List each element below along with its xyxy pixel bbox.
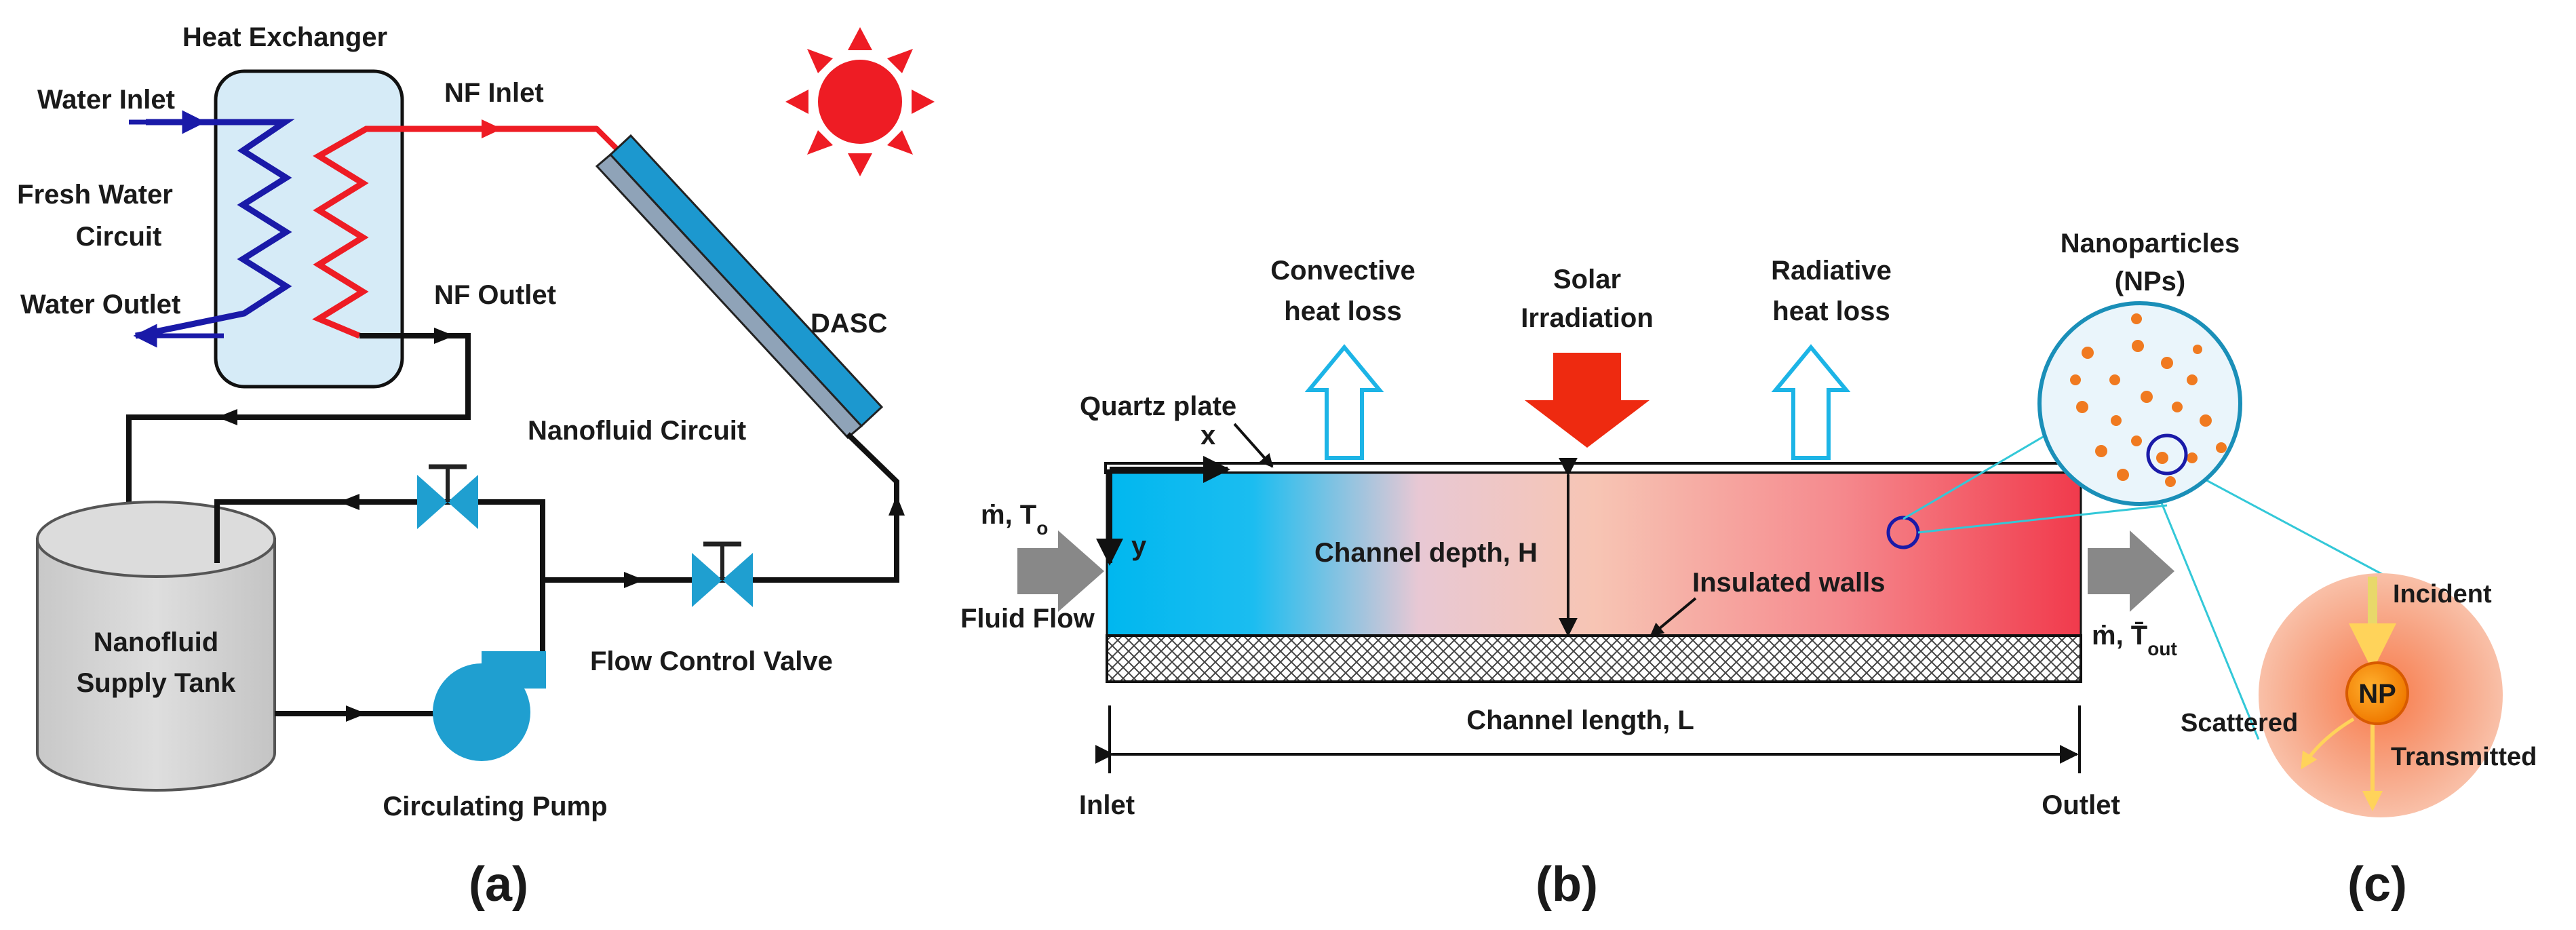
insulated-walls-leader [1650, 597, 1697, 637]
panel-c-label: (c) [2347, 857, 2407, 912]
panel-c: Nanoparticles (NPs) NP Incident Scattere… [1902, 229, 2537, 912]
outlet-label: Outlet [2042, 790, 2120, 820]
solar-label-1: Solar [1553, 265, 1621, 294]
dasc-collector [595, 134, 884, 440]
nanofluid-coil [312, 125, 597, 339]
flow-control-arrowhead [624, 572, 644, 588]
fluid-flow-label: Fluid Flow [960, 604, 1095, 634]
panel-a: Heat Exchanger Water Inlet Fresh Water C… [17, 22, 935, 912]
solar-label-2: Irradiation [1521, 303, 1654, 333]
nf-outlet-pipe [126, 333, 471, 563]
fresh-water-label-2: Circuit [76, 222, 162, 252]
insulated-bottom [1106, 634, 2082, 683]
nanoparticle-zoom-circle [2037, 301, 2242, 506]
circulating-pump-label: Circulating Pump [383, 792, 607, 821]
inlet-label: Inlet [1079, 790, 1135, 820]
nanoparticle-dots [2070, 313, 2227, 487]
tank-to-pump-arrowhead [346, 705, 366, 722]
radiative-label-2: heat loss [1772, 296, 1890, 326]
sun-icon [785, 27, 935, 176]
outlet-flow-label: ṁ, T̄out [2092, 621, 2177, 659]
nf-inlet-arrowhead [482, 119, 502, 138]
panel-b-label: (b) [1536, 857, 1598, 912]
np-particle [2345, 661, 2409, 725]
inlet-flow-label: ṁ, To [981, 500, 1048, 539]
quartz-plate [1104, 462, 2084, 474]
water-inlet-label: Water Inlet [37, 85, 175, 115]
bypass-pipe [214, 499, 545, 651]
water-outlet-label: Water Outlet [20, 290, 180, 319]
y-axis-label: y [1131, 531, 1147, 561]
flow-control-valve-label: Flow Control Valve [590, 646, 833, 676]
circulating-pump-icon [433, 651, 546, 761]
transmitted-label: Transmitted [2391, 743, 2537, 771]
channel [1106, 471, 2082, 637]
nf-outlet-arrowhead [434, 328, 454, 344]
tank-label-1: Nanofluid [94, 627, 218, 657]
x-axis-label: x [1201, 421, 1215, 450]
np-label-2: (NPs) [2115, 267, 2185, 296]
nf-inlet-label: NF Inlet [444, 78, 544, 108]
channel-depth-label: Channel depth, H [1314, 538, 1538, 568]
np-particle-label: NP [2358, 679, 2396, 709]
scattered-label: Scattered [2181, 709, 2298, 737]
channel-length-label: Channel length, L [1466, 705, 1694, 735]
outlet-flow-arrow [2088, 530, 2174, 612]
heat-exchanger-box [214, 69, 404, 389]
flow-control-valve-icon [692, 541, 753, 607]
quartz-plate-label: Quartz plate [1080, 391, 1236, 421]
inlet-flow-arrow [1017, 530, 1104, 612]
incident-label: Incident [2393, 580, 2492, 608]
heat-exchanger-label: Heat Exchanger [182, 22, 387, 52]
convective-label-2: heat loss [1284, 296, 1401, 326]
zoom-line-2 [1917, 504, 2168, 534]
panel-a-label: (a) [469, 857, 528, 912]
nanofluid-circuit-label: Nanofluid Circuit [528, 416, 746, 446]
convective-label-1: Convective [1270, 256, 1415, 286]
dasc-return-pipe [773, 432, 899, 583]
panel-b: Convective heat loss Solar Irradiation R… [960, 256, 2177, 912]
nf-inlet-pipe [407, 126, 619, 151]
dasc-return-arrowhead [889, 495, 905, 516]
solar-irradiation-arrow [1525, 353, 1650, 448]
return-arrowhead [217, 409, 237, 425]
nf-outlet-label: NF Outlet [434, 280, 556, 310]
scattered-arrow [2301, 717, 2355, 770]
bypass-arrowhead [339, 494, 359, 510]
radiative-label-1: Radiative [1771, 256, 1892, 286]
fresh-water-coil [135, 119, 295, 339]
bypass-valve-icon [417, 464, 478, 529]
tank-label-2: Supply Tank [77, 668, 237, 698]
quartz-plate-leader [1233, 423, 1274, 468]
insulated-walls-label: Insulated walls [1692, 568, 1886, 598]
np-label-1: Nanoparticles [2061, 229, 2240, 258]
np-focus-ring [2146, 433, 2188, 476]
zoom-line-4 [2149, 474, 2260, 740]
convective-loss-arrow [1304, 344, 1384, 460]
dasc-label: DASC [811, 309, 887, 338]
fresh-water-label-1: Fresh Water [17, 180, 173, 210]
radiative-loss-arrow [1771, 344, 1851, 460]
